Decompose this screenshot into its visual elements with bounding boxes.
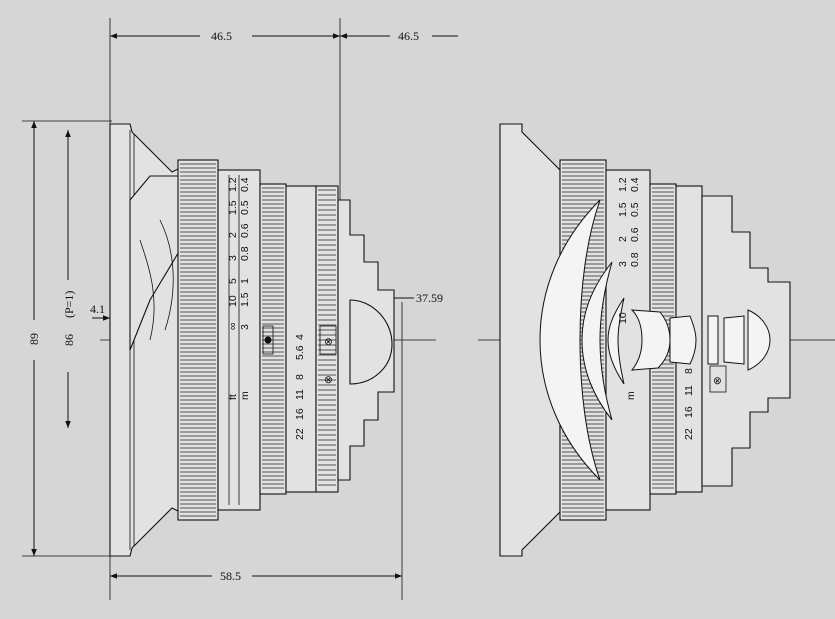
- right-aperture-scale: 22 16 11 8: [683, 368, 695, 440]
- dim-rear-protrusion-label: 37.59: [416, 291, 443, 305]
- left-aperture-value: 11: [294, 389, 306, 400]
- rear-group-b: [723, 315, 745, 365]
- rear-element: [747, 309, 771, 371]
- left-m-label: m: [239, 391, 251, 400]
- right-m-label: m: [625, 391, 637, 400]
- left-lens-exterior: ⊗ ⊗ 1.2 1.5 2 3 5 10 ∞ 0.4 0.5 0.6 0.8 1 1.5 3 ft m 2…: [109, 123, 395, 557]
- left-ft-value: 5: [227, 278, 239, 284]
- aperture-stop: [707, 315, 719, 365]
- right-m-value: 0.5: [629, 202, 641, 217]
- right-m-value: 0.8: [629, 252, 641, 267]
- left-rear-lens-cutaway: [349, 299, 393, 385]
- left-ft-value: 2: [227, 232, 239, 238]
- left-distance-scales: 1.2 1.5 2 3 5 10 ∞ 0.4 0.5 0.6 0.8 1 1.5 3: [227, 177, 251, 330]
- left-ft-value: 1.2: [227, 177, 239, 192]
- left-aperture-value: 22: [294, 428, 306, 440]
- left-m-value: 1.5: [239, 292, 251, 307]
- dim-hood-offset-label: 4.1: [90, 302, 105, 316]
- left-infrared-window: [319, 325, 337, 355]
- left-m-value: 0.6: [239, 223, 251, 238]
- left-index-window: [262, 325, 274, 355]
- cemented-group: [630, 309, 671, 371]
- dim-front-to-center-label: 46.5: [211, 29, 232, 43]
- third-element: [607, 297, 625, 385]
- rear-group-a: [669, 315, 697, 365]
- right-ft-value: 1.5: [617, 202, 629, 217]
- right-m-value: 0.6: [629, 227, 641, 242]
- left-cutaway-hatch: [139, 219, 174, 341]
- left-m-value: 0.5: [239, 200, 251, 215]
- left-m-value: 1: [239, 278, 251, 284]
- second-element: [581, 261, 613, 421]
- left-aperture-knurl: [262, 187, 284, 489]
- left-aperture-scale: 22 16 11 8 5.6 4: [294, 334, 306, 440]
- right-aperture-value: 8: [683, 368, 695, 374]
- left-m-value: 0.4: [239, 177, 251, 192]
- left-focus-ring-knurl: [180, 163, 216, 517]
- left-m-value: 0.8: [239, 246, 251, 261]
- left-aperture-value: 16: [294, 408, 306, 420]
- left-aperture-value: 8: [294, 374, 306, 380]
- left-ft-value: 3: [227, 255, 239, 261]
- right-m-value: 0.4: [629, 177, 641, 192]
- dim-inner-height-note: (P=1): [62, 291, 76, 318]
- dim-center-to-rear-label: 46.5: [398, 29, 419, 43]
- right-ft-value: 2: [617, 236, 629, 242]
- left-ft-value: 10: [227, 295, 239, 307]
- right-aperture-value: 16: [683, 406, 695, 418]
- right-index-window: [709, 365, 727, 393]
- dim-inner-height-label: 86: [62, 334, 76, 346]
- dimension-lines: 46.5 46.5 58.5 89 86 (P=1) 4.1 37.59: [22, 18, 458, 600]
- left-ft-label: ft: [227, 394, 239, 400]
- dim-height-label: 89: [27, 333, 41, 345]
- right-ft-value: 3: [617, 261, 629, 267]
- left-index-mark-b: ⊗: [324, 374, 333, 386]
- left-m-value: 3: [239, 324, 251, 330]
- left-aperture-value: 4: [294, 334, 306, 340]
- right-lens-section: 1.2 1.5 2 3 0.4 0.5 0.6 0.8 m 10 22 16 11 8 ⊗: [499, 123, 791, 557]
- left-focus-index-dot: [264, 336, 272, 344]
- right-rear-mount: [701, 195, 791, 487]
- right-distance-scales: 1.2 1.5 2 3 0.4 0.5 0.6 0.8: [617, 177, 641, 267]
- right-ft-value: 1.2: [617, 177, 629, 192]
- right-aperture-value: 11: [683, 385, 695, 396]
- right-aperture-value: 22: [683, 428, 695, 440]
- front-meniscus-element: [539, 199, 601, 481]
- left-ft-value: ∞: [227, 323, 239, 331]
- left-ft-value: 1.5: [227, 200, 239, 215]
- dim-total-length-label: 58.5: [220, 569, 241, 583]
- right-dof-mark: 10: [617, 312, 629, 324]
- left-rear-knurl: [318, 189, 336, 486]
- left-infrared-mark: ⊗: [324, 336, 333, 348]
- right-index-mark: ⊗: [713, 375, 722, 387]
- left-aperture-value: 5.6: [294, 345, 306, 360]
